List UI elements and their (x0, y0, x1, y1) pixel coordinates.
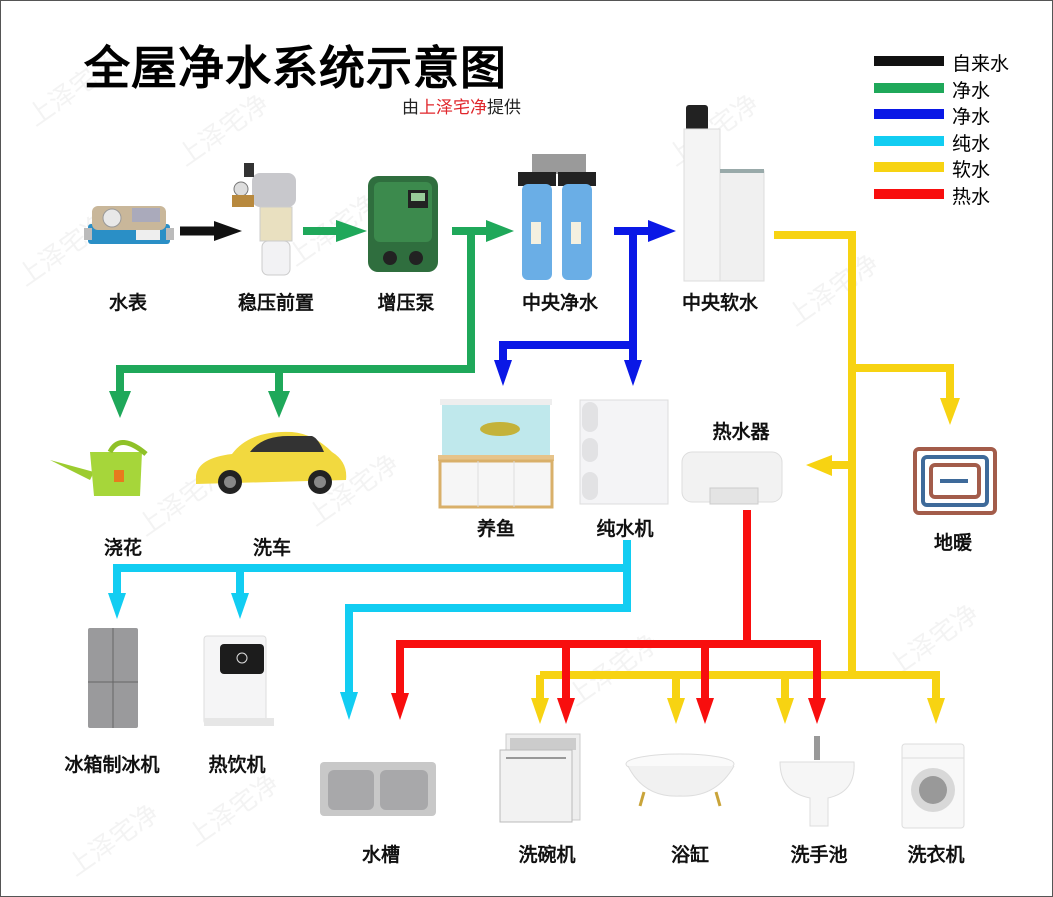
credit-prefix: 由 (402, 98, 419, 118)
fridge-icon (88, 628, 138, 728)
legend-swatch (874, 135, 944, 146)
credit-suffix: 提供 (487, 98, 521, 118)
central-softener-icon (683, 105, 765, 282)
bathtub-icon (625, 753, 735, 807)
label-water-meter: 水表 (108, 292, 148, 314)
label-sink: 水槽 (361, 844, 401, 866)
legend-label: 纯水 (952, 132, 991, 155)
label-central-softener: 中央软水 (681, 292, 759, 314)
legend-swatch (874, 162, 944, 172)
booster-pump-icon (368, 176, 438, 272)
legend-swatch (874, 82, 944, 93)
credit-brand: 上泽宅净 (419, 98, 487, 118)
credit-line: 由上泽宅净提供 (402, 93, 521, 118)
label-pressure-prefilter: 稳压前置 (237, 292, 315, 314)
pipe-purified-green (116, 227, 490, 392)
legend-swatch (874, 188, 944, 199)
label-hot-drink-machine: 热饮机 (208, 754, 266, 776)
watering-can-icon (50, 440, 148, 496)
label-fish-tank: 养鱼 (476, 518, 516, 540)
washbasin-icon (779, 736, 855, 827)
label-floor-heating: 地暖 (933, 532, 973, 554)
legend-swatch (874, 109, 944, 119)
label-dishwasher: 洗碗机 (518, 844, 576, 866)
label-ro-purifier: 纯水机 (596, 518, 654, 540)
arrowhead (109, 391, 131, 418)
arrowhead (486, 220, 514, 242)
fish-tank-icon (438, 399, 554, 509)
prefilter-icon (232, 163, 296, 276)
label-watering: 浇花 (103, 537, 143, 559)
floor-heating-icon (913, 447, 997, 515)
legend-label: 热水 (952, 185, 991, 208)
pipe-hot-water (396, 510, 821, 700)
arrowhead (268, 391, 290, 418)
washing-machine-icon (901, 743, 965, 829)
pipe-purified-blue (499, 227, 652, 362)
label-washbasin: 洗手池 (790, 844, 848, 866)
label-fridge-icemaker: 冰箱制冰机 (64, 754, 160, 776)
label-car-wash: 洗车 (252, 537, 292, 559)
water-heater-icon (681, 451, 783, 505)
ro-purifier-icon (579, 399, 669, 505)
dishwasher-icon (499, 733, 581, 823)
label-booster-pump: 增压泵 (377, 292, 435, 314)
car-icon (196, 431, 347, 494)
legend-label: 净水 (952, 79, 991, 102)
legend-label: 自来水 (952, 53, 1010, 75)
legend-label: 净水 (952, 106, 991, 128)
label-central-purifier: 中央净水 (521, 292, 599, 314)
pipe-tap-water (180, 221, 242, 241)
label-water-heater: 热水器 (712, 421, 770, 443)
arrowhead (336, 220, 367, 242)
water-meter-icon (84, 206, 174, 244)
diagram-title: 全屋净水系统示意图 (84, 41, 507, 95)
pipe-soft-water (536, 231, 954, 700)
legend-swatch (874, 56, 944, 66)
legend-label: 软水 (952, 159, 991, 181)
label-bathtub: 浴缸 (670, 844, 710, 866)
label-washing-machine: 洗衣机 (907, 844, 965, 866)
hot-drink-machine-icon (203, 635, 274, 726)
sink-icon (320, 762, 436, 816)
pipe-pure-water (113, 540, 631, 694)
central-purifier-icon (518, 154, 596, 280)
